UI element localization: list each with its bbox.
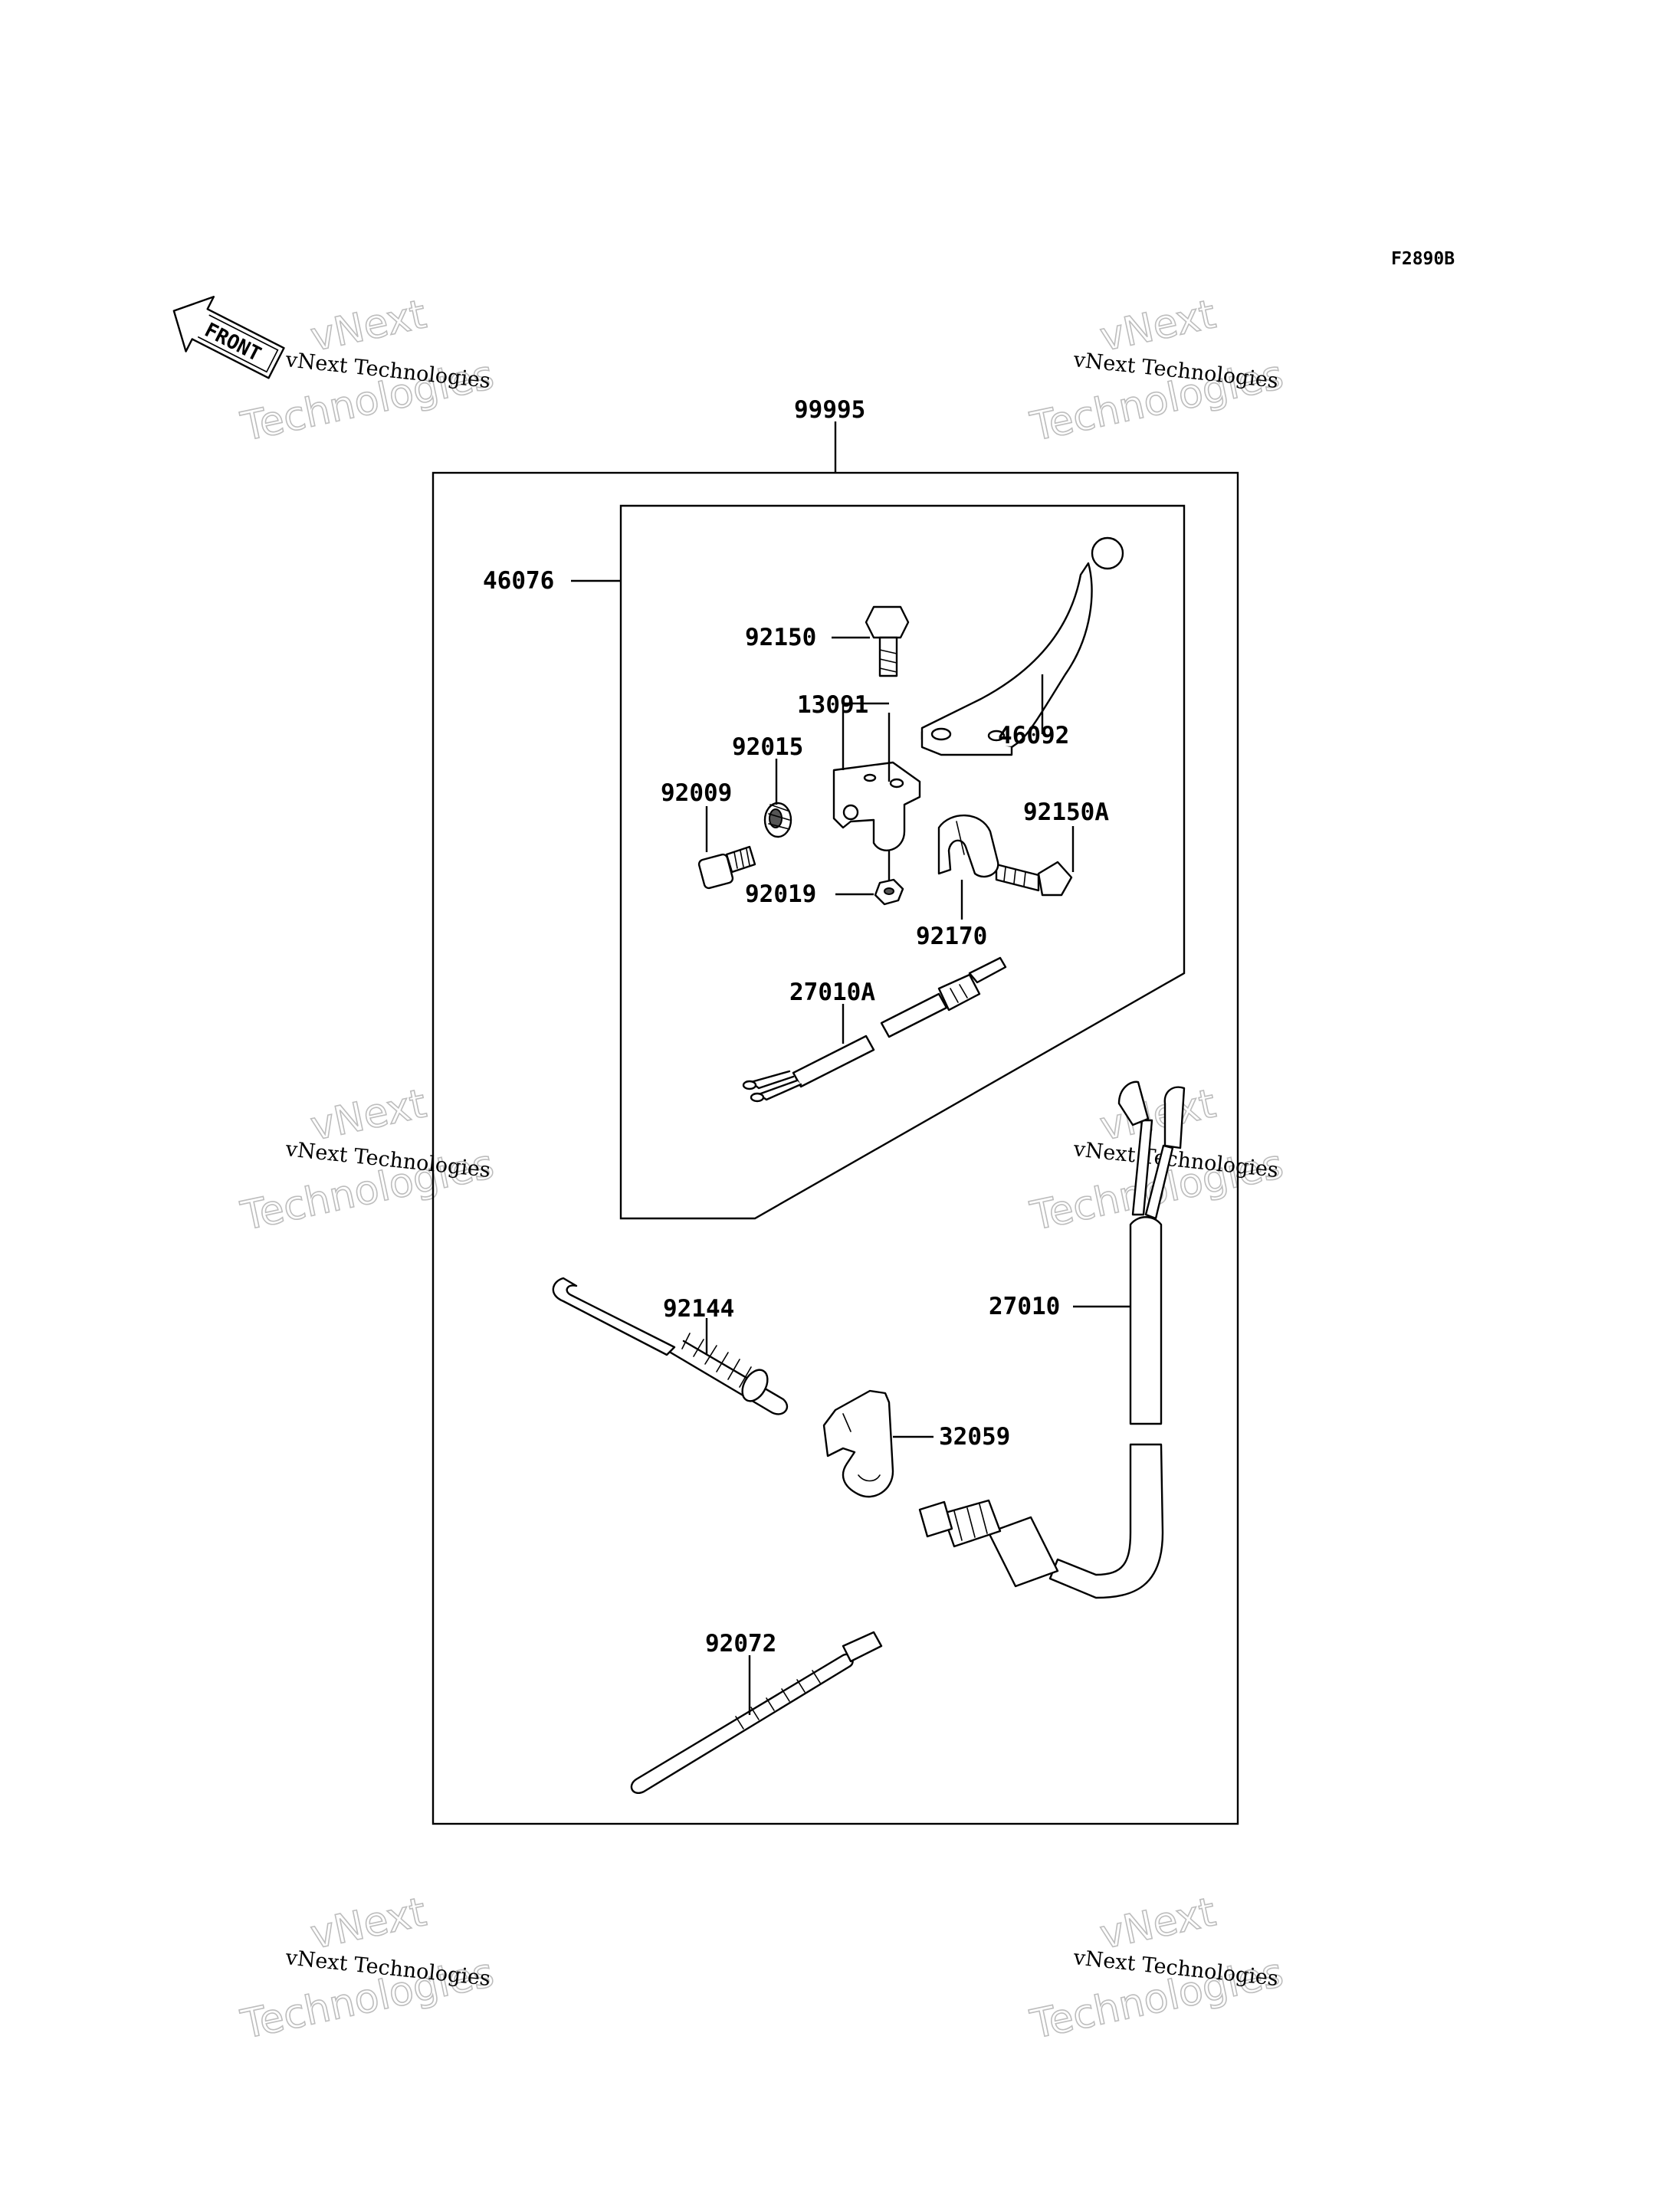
label-46092: 46092 bbox=[998, 722, 1069, 749]
watermark-top-right: vNext Technologies vNext Technologies bbox=[1025, 291, 1288, 451]
label-92170: 92170 bbox=[916, 923, 987, 950]
label-92072: 92072 bbox=[705, 1630, 776, 1658]
spring-92144-icon bbox=[552, 1277, 789, 1415]
bolt-92150-icon bbox=[865, 605, 910, 677]
svg-text:vNext: vNext bbox=[307, 1889, 430, 1958]
cable-27010-icon bbox=[918, 1080, 1186, 1599]
label-92150: 92150 bbox=[745, 624, 816, 651]
watermark-top-left: vNext Technologies vNext Technologies bbox=[236, 291, 498, 451]
adjuster-92015-icon bbox=[763, 802, 792, 838]
svg-text:vNext: vNext bbox=[307, 291, 430, 360]
label-27010A: 27010A bbox=[789, 979, 875, 1006]
watermark-bottom-left: vNext Technologies vNext Technologies bbox=[236, 1889, 498, 2049]
subassembly-box-46076 bbox=[619, 504, 1186, 1220]
clamp-92170-icon bbox=[937, 814, 999, 878]
nut-92019-icon bbox=[874, 878, 904, 906]
diagram-code: F2890B bbox=[1391, 249, 1455, 269]
svg-text:vNext: vNext bbox=[1096, 291, 1219, 360]
label-92144: 92144 bbox=[663, 1295, 734, 1323]
label-13091: 13091 bbox=[797, 691, 868, 719]
watermark-mid-left: vNext Technologies vNext Technologies bbox=[236, 1080, 498, 1241]
label-27010: 27010 bbox=[989, 1293, 1060, 1320]
label-46076: 46076 bbox=[483, 567, 554, 595]
bolt-92150A-icon bbox=[995, 861, 1073, 897]
holder-13091-icon bbox=[832, 761, 921, 851]
bracket-32059-icon bbox=[822, 1389, 894, 1498]
screw-92009-icon bbox=[697, 845, 756, 890]
svg-text:vNext: vNext bbox=[1096, 1080, 1219, 1149]
label-92150A: 92150A bbox=[1023, 798, 1109, 826]
label-99995: 99995 bbox=[794, 396, 865, 424]
watermark-bottom-right: vNext Technologies vNext Technologies bbox=[1025, 1889, 1288, 2049]
label-32059: 32059 bbox=[939, 1423, 1010, 1451]
label-92019: 92019 bbox=[745, 880, 816, 908]
svg-text:vNext: vNext bbox=[307, 1080, 430, 1149]
cable-27010A-icon bbox=[742, 956, 1007, 1103]
lever-46092-icon bbox=[920, 536, 1124, 756]
cable-tie-92072-icon bbox=[630, 1631, 883, 1794]
label-92015: 92015 bbox=[732, 733, 803, 761]
svg-text:vNext: vNext bbox=[1096, 1889, 1219, 1958]
label-92009: 92009 bbox=[661, 779, 732, 807]
front-arrow-icon: FRONT bbox=[172, 296, 285, 379]
